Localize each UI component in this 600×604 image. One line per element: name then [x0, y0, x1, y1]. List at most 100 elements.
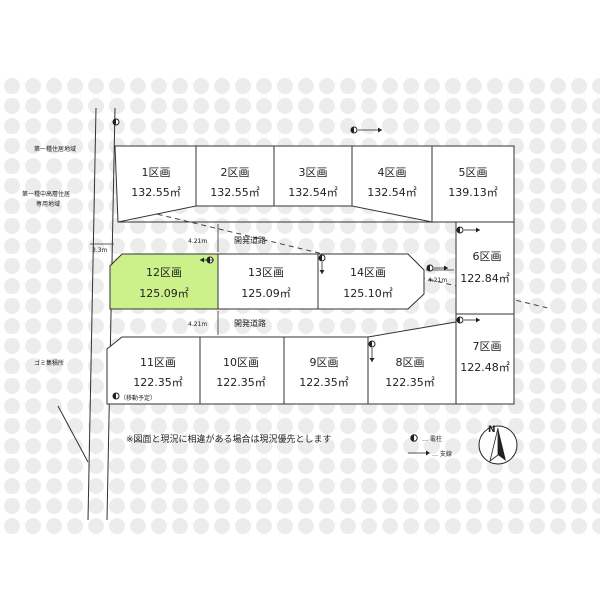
watermark-dot — [88, 298, 104, 314]
watermark-dot — [571, 198, 587, 214]
watermark-dot — [319, 78, 335, 94]
watermark-dot — [571, 378, 587, 394]
watermark-dot — [172, 438, 188, 454]
watermark-dot — [46, 238, 62, 254]
watermark-dot — [25, 218, 41, 234]
watermark-dot — [550, 378, 566, 394]
watermark-dot — [529, 198, 545, 214]
watermark-dot — [67, 398, 83, 414]
watermark-dot — [214, 238, 230, 254]
watermark-dot — [550, 218, 566, 234]
disclaimer-text: ※図面と現況に相違がある場合は現況優先とします — [126, 433, 332, 445]
lot-13-shape[interactable] — [217, 253, 319, 310]
watermark-dot — [25, 418, 41, 434]
watermark-dot — [172, 118, 188, 134]
watermark-dot — [235, 438, 251, 454]
upper-road-width: 4.21m — [188, 238, 207, 245]
watermark-dot — [550, 98, 566, 114]
watermark-dot — [529, 438, 545, 454]
watermark-dot — [130, 478, 146, 494]
watermark-dot — [25, 298, 41, 314]
lot-1-area: 132.55㎡ — [131, 186, 181, 199]
watermark-dot — [424, 118, 440, 134]
lot-5-name: 5区画 — [459, 166, 488, 179]
watermark-dot — [88, 458, 104, 474]
watermark-dot — [445, 418, 461, 434]
watermark-dot — [592, 278, 600, 294]
watermark-dot — [172, 218, 188, 234]
relocation-note: （移動予定） — [120, 394, 156, 402]
watermark-dot — [550, 458, 566, 474]
watermark-dot — [592, 398, 600, 414]
lot-12-shape[interactable] — [109, 253, 219, 310]
watermark-dot — [67, 498, 83, 514]
watermark-dot — [277, 238, 293, 254]
watermark-dot — [214, 418, 230, 434]
lot-10-shape[interactable] — [199, 336, 285, 405]
watermark-dot — [25, 178, 41, 194]
lot-6-shape[interactable] — [455, 221, 515, 315]
watermark-dot — [592, 518, 600, 534]
lot-12-area: 125.09㎡ — [139, 287, 189, 300]
lot-9-shape[interactable] — [283, 336, 369, 405]
watermark-dot — [4, 198, 20, 214]
lot-9-name: 9区画 — [310, 356, 339, 369]
watermark-dot — [424, 298, 440, 314]
watermark-dot — [466, 458, 482, 474]
watermark-dot — [67, 78, 83, 94]
watermark-dot — [256, 438, 272, 454]
lot-7-shape[interactable] — [455, 313, 515, 405]
watermark-dot — [256, 98, 272, 114]
utility-pole-icon — [456, 316, 464, 324]
lot-8-shape[interactable] — [367, 321, 457, 405]
watermark-dot — [466, 78, 482, 94]
watermark-dot — [550, 398, 566, 414]
watermark-dot — [193, 458, 209, 474]
watermark-dot — [466, 438, 482, 454]
north-label: N — [488, 425, 496, 435]
lot-9-area: 122.35㎡ — [299, 376, 349, 389]
lot-6-name: 6区画 — [473, 250, 502, 263]
watermark-dot — [592, 438, 600, 454]
lot-11-shape[interactable] — [106, 336, 201, 405]
watermark-dot — [46, 418, 62, 434]
lot-5-shape[interactable] — [431, 145, 515, 223]
watermark-dot — [151, 498, 167, 514]
watermark-dot — [256, 218, 272, 234]
watermark-dot — [487, 118, 503, 134]
watermark-dot — [277, 418, 293, 434]
watermark-dot — [172, 478, 188, 494]
watermark-dot — [235, 78, 251, 94]
watermark-dot — [529, 518, 545, 534]
watermark-dot — [529, 338, 545, 354]
watermark-dot — [424, 498, 440, 514]
watermark-dot — [109, 318, 125, 334]
watermark-dot — [361, 518, 377, 534]
watermark-dot — [67, 418, 83, 434]
watermark-dot — [340, 98, 356, 114]
watermark-dot — [445, 438, 461, 454]
watermark-dot — [67, 278, 83, 294]
watermark-dot — [571, 178, 587, 194]
watermark-dot — [424, 238, 440, 254]
watermark-dot — [235, 498, 251, 514]
watermark-dot — [4, 438, 20, 454]
watermark-dot — [487, 498, 503, 514]
watermark-dot — [46, 178, 62, 194]
right-road-width: 4.21m — [428, 277, 447, 284]
lot-8-area: 122.35㎡ — [385, 376, 435, 389]
watermark-dot — [46, 78, 62, 94]
lot-14-shape[interactable] — [317, 253, 425, 310]
watermark-dot — [256, 318, 272, 334]
watermark-dot — [445, 458, 461, 474]
watermark-dot — [571, 98, 587, 114]
watermark-dot — [550, 498, 566, 514]
watermark-dot — [88, 198, 104, 214]
watermark-dot — [46, 138, 62, 154]
utility-pole-icon — [112, 392, 120, 400]
watermark-dot — [424, 98, 440, 114]
watermark-dot — [340, 218, 356, 234]
watermark-dot — [487, 518, 503, 534]
watermark-dot — [445, 518, 461, 534]
